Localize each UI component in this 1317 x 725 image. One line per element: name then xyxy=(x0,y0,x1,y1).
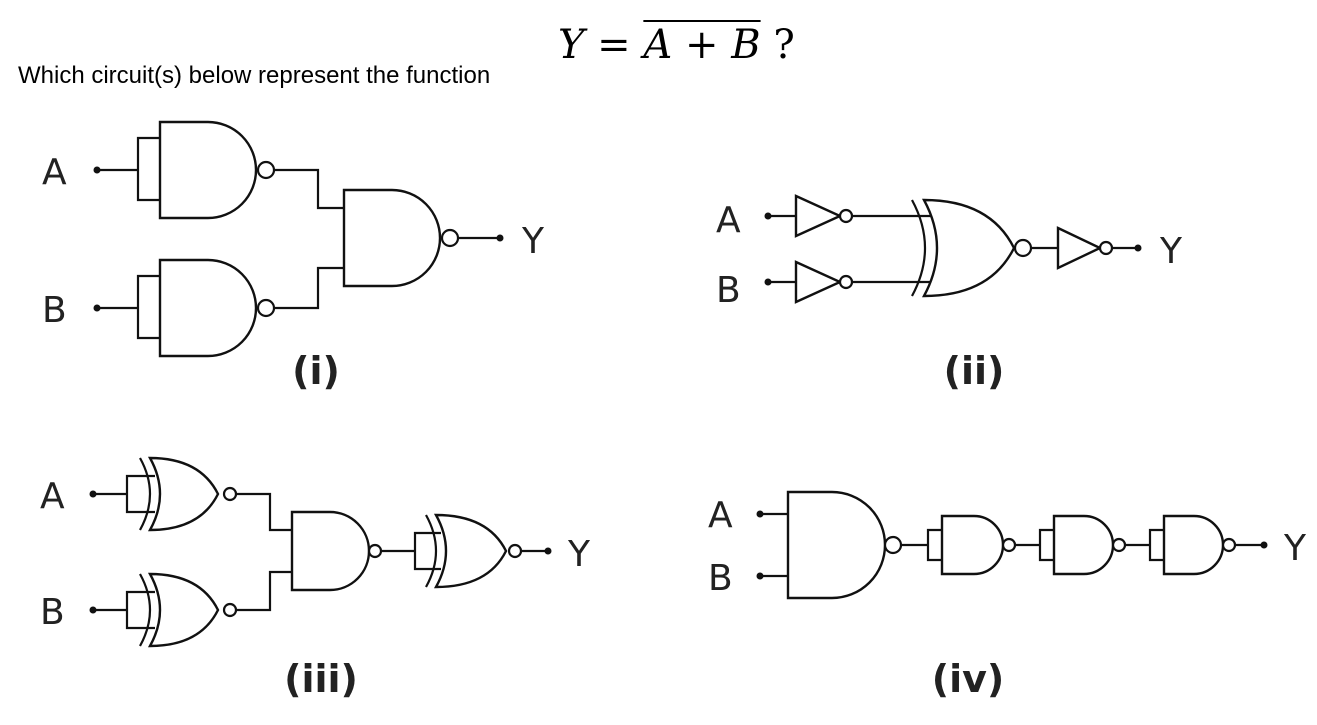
output-terminal xyxy=(1134,244,1142,252)
or-gate-back-line-1 xyxy=(139,457,151,531)
nor-gate-output xyxy=(433,513,508,589)
inversion-bubble-output xyxy=(1098,240,1114,256)
input-label-a: A xyxy=(708,495,733,536)
inversion-bubble-output xyxy=(507,543,523,559)
target-function: Y = A + B ? xyxy=(558,22,795,68)
tied-inputs-3 xyxy=(1038,528,1054,562)
input-label-b: B xyxy=(42,290,67,331)
nand-gate-output xyxy=(342,188,442,288)
inversion-bubble-1 xyxy=(883,535,903,555)
inversion-bubble-1 xyxy=(256,160,276,180)
tied-inputs-1 xyxy=(125,474,155,514)
inversion-bubble-4 xyxy=(1221,537,1237,553)
tied-inputs-2 xyxy=(125,590,155,630)
inversion-bubble-output xyxy=(440,228,460,248)
tied-inputs-4 xyxy=(1148,528,1164,562)
nand-gate-4 xyxy=(1162,514,1225,576)
equation-equals: = xyxy=(597,22,631,68)
not-gate-output xyxy=(1056,226,1103,270)
circuit-caption: (ii) xyxy=(944,349,1005,393)
input-label-a: A xyxy=(42,152,67,193)
tied-inputs-2 xyxy=(136,274,160,340)
circuit-iii: A B Y (iii) xyxy=(40,456,591,701)
circuit-iv: A B Y (iv) xyxy=(708,490,1307,701)
input-wires xyxy=(760,512,788,578)
output-label-y: Y xyxy=(567,534,591,575)
inversion-bubble-1 xyxy=(222,486,238,502)
or-gate-back-line xyxy=(911,199,926,297)
output-terminal xyxy=(1260,541,1268,549)
nor-gate-2 xyxy=(147,572,220,648)
inversion-bubble-b xyxy=(838,274,854,290)
equation-lhs: Y xyxy=(558,22,585,68)
question-text: Which circuit(s) below represent the fun… xyxy=(18,62,491,89)
nand-gate-2 xyxy=(158,258,258,358)
output-label-y: Y xyxy=(1159,231,1183,272)
tied-inputs-1 xyxy=(136,136,160,202)
input-label-a: A xyxy=(40,476,65,517)
nand-gate-1 xyxy=(786,490,887,600)
intermediate-wires xyxy=(852,214,936,284)
circuit-caption: (iv) xyxy=(932,657,1005,701)
circuit-ii: A B Y (ii) xyxy=(716,194,1183,393)
not-gate-b xyxy=(794,260,843,304)
circuit-caption: (i) xyxy=(292,349,340,393)
nor-gate xyxy=(921,198,1016,298)
tied-inputs-2 xyxy=(926,528,942,562)
nand-gate-2 xyxy=(940,514,1005,576)
input-label-a: A xyxy=(716,200,741,241)
tied-inputs-3 xyxy=(413,531,441,571)
inversion-bubble-nand xyxy=(367,543,383,559)
intermediate-wires xyxy=(236,492,292,612)
output-terminal xyxy=(544,547,552,555)
inversion-bubble-a xyxy=(838,208,854,224)
circuit-caption: (iii) xyxy=(284,657,358,701)
nand-gate-1 xyxy=(158,120,258,220)
or-gate-back-line-2 xyxy=(139,573,151,647)
circuit-i: A B Y (i) xyxy=(42,120,545,393)
input-label-b: B xyxy=(708,558,733,599)
output-label-y: Y xyxy=(1283,528,1307,569)
equation-rhs-negated: A + B xyxy=(643,22,761,68)
not-gate-a xyxy=(794,194,843,238)
input-wires xyxy=(97,168,138,310)
input-label-b: B xyxy=(40,592,65,633)
nand-gate-3 xyxy=(1052,514,1115,576)
nand-gate xyxy=(290,510,371,592)
intermediate-wires xyxy=(274,168,344,310)
inversion-bubble-2 xyxy=(256,298,276,318)
nor-gate-1 xyxy=(147,456,220,532)
inversion-bubble-2 xyxy=(1001,537,1017,553)
output-terminal xyxy=(496,234,504,242)
inversion-bubble-nor xyxy=(1013,238,1033,258)
inversion-bubble-3 xyxy=(1111,537,1127,553)
input-wires xyxy=(768,214,796,284)
output-label-y: Y xyxy=(521,221,545,262)
input-wires xyxy=(93,492,127,612)
inversion-bubble-2 xyxy=(222,602,238,618)
or-gate-back-line-3 xyxy=(425,514,437,588)
input-label-b: B xyxy=(716,270,741,311)
equation-question-mark: ? xyxy=(773,22,795,68)
